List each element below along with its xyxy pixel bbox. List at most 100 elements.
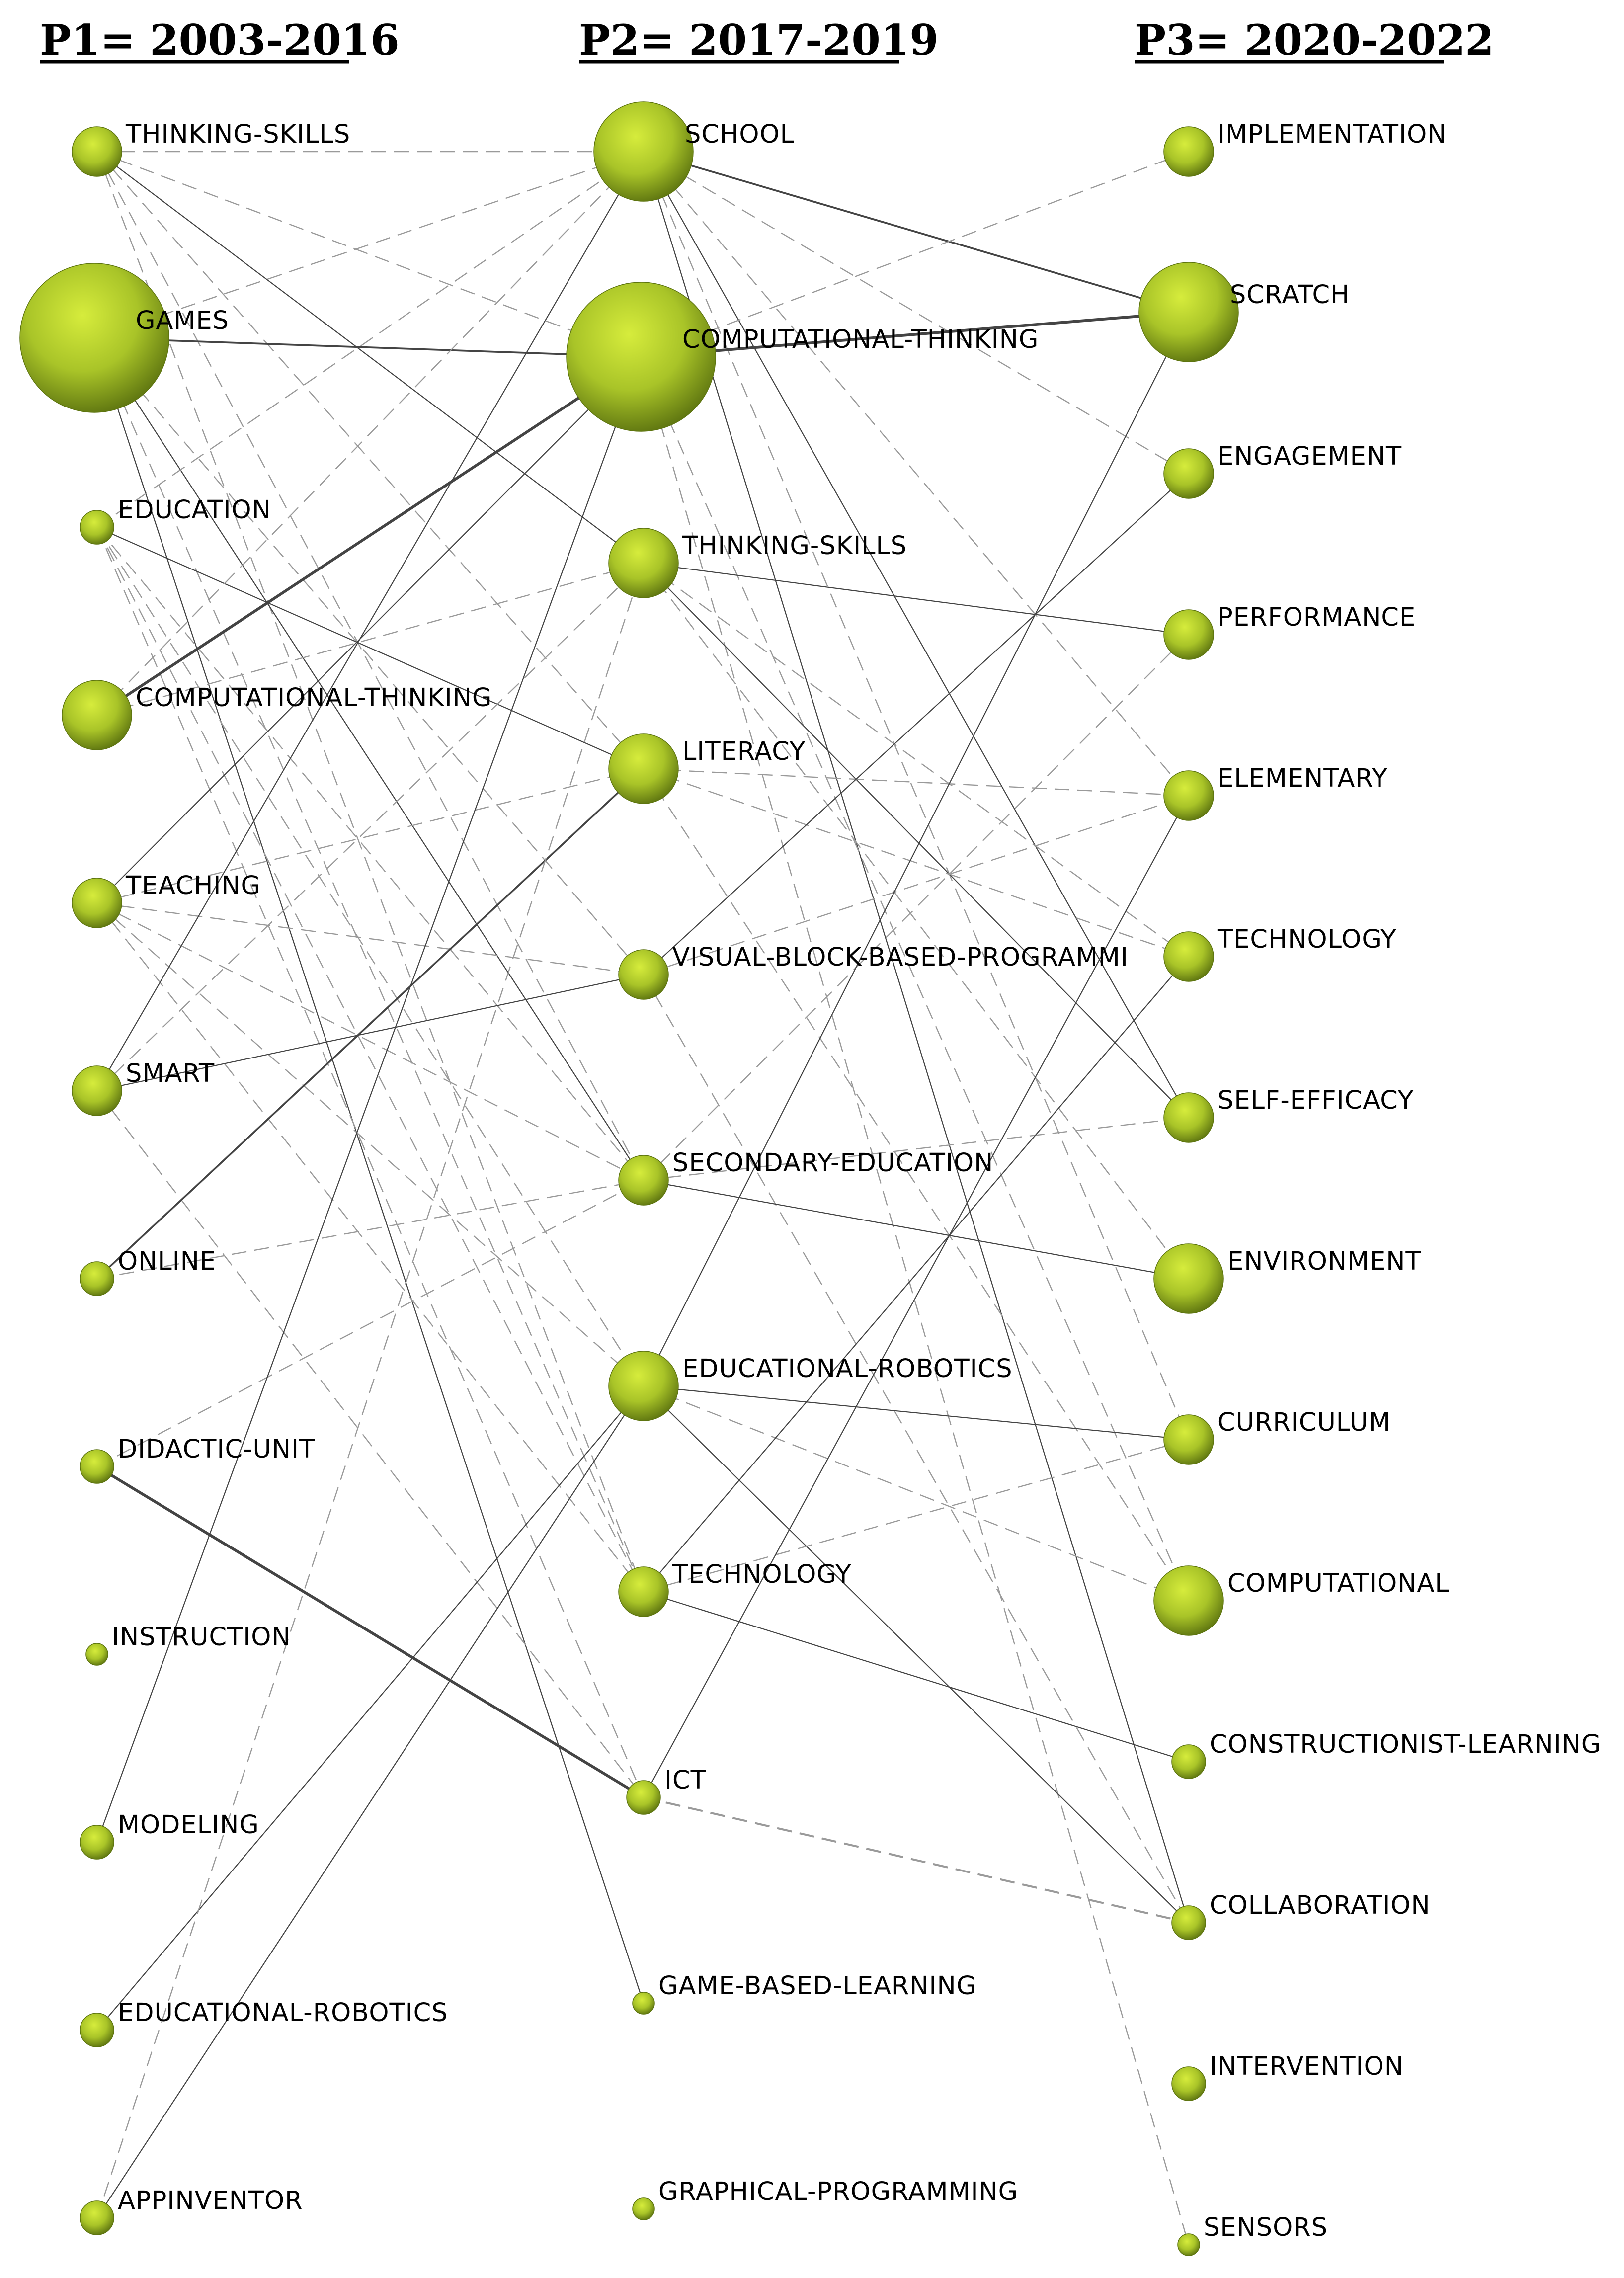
node-bubble: [1153, 1243, 1224, 1314]
node-label: ICT: [664, 1766, 707, 1795]
node-bubble: [1177, 2233, 1200, 2256]
edge-p2-thinking-skills-to-p3-performance: [643, 562, 1189, 636]
node-label: SENSORS: [1204, 2213, 1328, 2242]
edge-p2-school-to-p3-curriculum: [643, 151, 1190, 1440]
edge-p1-teaching-to-p2-literacy: [96, 768, 644, 904]
node-bubble: [632, 1992, 655, 2015]
period-header-p2: P2= 2017-2019: [579, 15, 939, 65]
edge-p2-secondary-education-to-p3-self-efficacy: [643, 1117, 1189, 1181]
edge-p2-secondary-education-to-p3-environment: [643, 1179, 1189, 1280]
node-p1-games: GAMES: [19, 263, 229, 413]
node-bubble: [80, 2200, 114, 2235]
edge-p2-computational-thinking-to-p3-scratch: [641, 311, 1189, 358]
node-bubble: [80, 1825, 114, 1860]
node-p2-educational-robotics: EDUCATIONAL-ROBOTICS: [608, 1351, 1012, 1421]
node-bubble: [566, 282, 716, 432]
node-p2-thinking-skills: THINKING-SKILLS: [608, 528, 907, 598]
edge-p1-teaching-to-p2-secondary-education: [96, 902, 644, 1181]
node-bubble: [608, 528, 679, 598]
node-label: EDUCATIONAL-ROBOTICS: [118, 1998, 448, 2028]
edge-p2-thinking-skills-to-p3-technology: [643, 563, 1189, 957]
edge-p1-computational-thinking-to-p2-thinking-skills: [96, 562, 644, 716]
node-bubble: [72, 126, 122, 177]
node-label: TECHNOLOGY: [672, 1560, 852, 1589]
edge-p2-educational-robotics-to-p3-collaboration: [643, 1385, 1189, 1923]
node-bubble: [618, 1566, 669, 1617]
node-label: TEACHING: [125, 871, 261, 900]
node-bubble: [1171, 1905, 1206, 1940]
edge-p2-computational-thinking-to-p3-sensors: [640, 356, 1190, 2245]
node-p3-implementation: IMPLEMENTATION: [1163, 120, 1446, 177]
node-bubble: [72, 878, 122, 928]
node-p3-intervention: INTERVENTION: [1171, 2052, 1403, 2101]
period-header-p1: P1= 2003-2016: [40, 15, 400, 65]
node-p2-school: SCHOOL: [593, 101, 794, 202]
node-p1-teaching: TEACHING: [72, 871, 261, 928]
edge-p1-education-to-p2-secondary-education: [96, 527, 644, 1181]
node-label: THINKING-SKILLS: [682, 531, 907, 561]
edge-p1-online-to-p2-secondary-education: [96, 1179, 644, 1280]
edge-p2-computational-thinking-to-p3-implementation: [641, 151, 1189, 358]
node-bubble: [1171, 2066, 1206, 2101]
period-header-p3: P3= 2020-2022: [1135, 15, 1494, 65]
edge-p2-technology-to-p3-technology: [643, 956, 1189, 1592]
edge-p1-online-to-p2-literacy: [96, 768, 645, 1280]
node-label: PERFORMANCE: [1218, 603, 1416, 632]
node-p3-performance: PERFORMANCE: [1163, 603, 1416, 660]
edge-p1-games-to-p2-visual-block: [94, 337, 644, 975]
node-label: MODELING: [118, 1810, 259, 1840]
node-bubble: [62, 680, 132, 750]
node-bubble: [618, 949, 669, 1000]
node-bubble: [626, 1780, 661, 1815]
node-bubble: [608, 733, 679, 804]
edge-p1-teaching-to-p2-educational-robotics: [96, 902, 644, 1386]
node-bubble: [72, 1065, 122, 1116]
edge-p1-teaching-to-p2-technology: [96, 902, 644, 1592]
edge-p1-didactic-unit-to-p2-secondary-education: [96, 1179, 644, 1467]
node-label: VISUAL-BLOCK-BASED-PROGRAMMI: [672, 943, 1129, 972]
edge-p1-games-to-p2-game-based-learning: [93, 337, 645, 2004]
node-p2-visual-block: VISUAL-BLOCK-BASED-PROGRAMMI: [618, 943, 1129, 1000]
node-p2-literacy: LITERACY: [608, 733, 805, 804]
edge-p2-computational-thinking-to-p3-computational: [640, 356, 1190, 1601]
node-bubble: [1153, 1565, 1224, 1636]
node-label: GAME-BASED-LEARNING: [658, 1971, 976, 2001]
node-label: APPINVENTOR: [118, 2186, 303, 2215]
node-p3-collaboration: COLLABORATION: [1171, 1891, 1431, 1940]
node-label: COLLABORATION: [1210, 1891, 1431, 1920]
edge-p1-educational-robotics-to-p2-educational-robotics: [96, 1385, 644, 2031]
node-p2-technology: TECHNOLOGY: [618, 1560, 852, 1617]
node-label: CURRICULUM: [1218, 1408, 1391, 1437]
edge-p1-thinking-skills-to-p2-technology: [96, 151, 645, 1592]
node-label: EDUCATION: [118, 495, 271, 525]
period-title-p2: P2= 2017-2019: [579, 15, 939, 65]
node-p1-online: ONLINE: [80, 1247, 216, 1296]
node-label: ENGAGEMENT: [1218, 442, 1402, 471]
edge-p1-computational-thinking-to-p2-computational-thinking: [96, 355, 642, 717]
edge-p1-smart-to-p2-thinking-skills: [96, 563, 644, 1091]
node-label: SELF-EFFICACY: [1218, 1086, 1414, 1115]
period-title-p3: P3= 2020-2022: [1135, 15, 1494, 65]
node-p1-didactic-unit: DIDACTIC-UNIT: [80, 1435, 315, 1484]
edge-p1-didactic-unit-to-p2-ict: [96, 1465, 645, 1799]
node-bubble: [19, 263, 169, 413]
edge-p2-thinking-skills-to-p3-self-efficacy: [643, 563, 1189, 1118]
node-bubble: [1163, 1414, 1214, 1465]
node-label: SCRATCH: [1230, 280, 1350, 310]
node-p3-scratch: SCRATCH: [1138, 262, 1350, 362]
node-p1-thinking-skills: THINKING-SKILLS: [72, 120, 350, 177]
node-p1-education: EDUCATION: [80, 495, 271, 545]
node-label: GRAPHICAL-PROGRAMMING: [658, 2177, 1018, 2206]
edge-p2-school-to-p3-elementary: [643, 151, 1189, 796]
node-p2-game-based-learning: GAME-BASED-LEARNING: [632, 1971, 976, 2015]
edge-p1-games-to-p2-technology: [93, 337, 645, 1592]
node-bubble: [1171, 1744, 1206, 1779]
node-bubble: [85, 1643, 108, 1666]
node-p1-smart: SMART: [72, 1059, 214, 1116]
node-label: GAMES: [136, 306, 229, 335]
node-bubble: [1163, 448, 1214, 499]
edge-p2-secondary-education-to-p3-performance: [643, 634, 1189, 1181]
edge-p2-technology-to-p3-curriculum: [643, 1439, 1189, 1593]
node-p3-self-efficacy: SELF-EFFICACY: [1163, 1086, 1414, 1143]
